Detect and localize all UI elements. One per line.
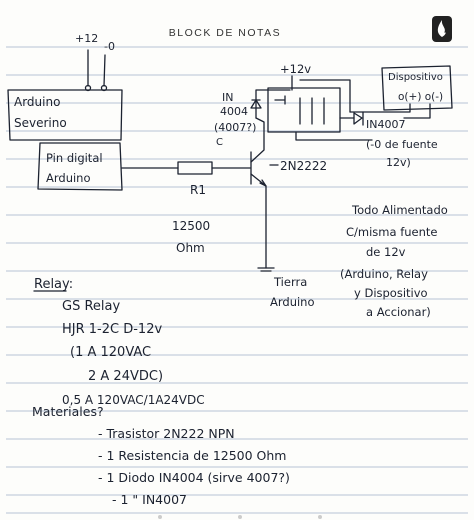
ground-label-line1: Tierra xyxy=(273,275,307,289)
relay-heading: Relay: xyxy=(34,277,73,292)
source-note-line1: (-0 de fuente xyxy=(366,138,438,151)
power-note-line4: (Arduino, Relay xyxy=(340,267,428,281)
diode1-label-line1: IN xyxy=(222,91,233,104)
flame-logo-icon xyxy=(432,16,452,42)
pin-box-line2: Arduino xyxy=(46,171,91,185)
power-note-line2: C/misma fuente xyxy=(346,225,437,239)
materials-line-4: - 1 " IN4007 xyxy=(112,492,187,507)
diode2-symbol xyxy=(353,111,364,126)
plus12-label: +12 xyxy=(75,32,98,45)
supply-to-device-plus-wire xyxy=(349,103,411,113)
supply-to-device-wire xyxy=(299,79,351,113)
relay-supply-label: +12v xyxy=(280,62,311,76)
arduino-box-line2: Severino xyxy=(14,116,67,130)
power-note-line1: Todo Alimentado xyxy=(351,203,448,217)
arduino-box xyxy=(7,89,123,141)
device-box-label: Dispositivo xyxy=(388,72,443,83)
arduino-box-line1: Arduino xyxy=(14,95,60,109)
resistor-symbol xyxy=(177,161,213,175)
diode2-label: IN4007 xyxy=(366,118,405,131)
page-title: BLOCK DE NOTAS xyxy=(169,27,281,39)
pin-digital-box xyxy=(37,142,123,191)
source-note-line2: 12v) xyxy=(386,156,411,169)
relay-line-2: HJR 1-2C D-12v xyxy=(62,322,162,337)
power-note-line6: a Accionar) xyxy=(366,305,431,319)
minus0-wire xyxy=(103,54,106,87)
relay-pins xyxy=(274,95,325,125)
relay-box xyxy=(267,87,341,133)
resistor-value-line2: Ohm xyxy=(176,241,205,255)
relay-to-source-wire xyxy=(295,131,373,141)
diode1-label-line4: C xyxy=(216,137,223,148)
collector-wire xyxy=(255,117,265,129)
materials-heading: Materiales? xyxy=(32,404,104,419)
power-note-line5: y Dispositivo xyxy=(354,286,428,300)
diode1-label-line2: 4004 xyxy=(220,105,248,118)
pin-box-line1: Pin digital xyxy=(46,151,103,165)
relay-line-3: (1 A 120VAC xyxy=(70,345,151,360)
minus0-label: -0 xyxy=(104,40,115,53)
relay-line-4: 2 A 24VDC) xyxy=(88,369,163,384)
relay-line-1: GS Relay xyxy=(62,299,120,314)
materials-line-1: - Trasistor 2N222 NPN xyxy=(98,426,235,441)
power-note-line3: de 12v xyxy=(366,245,406,259)
transistor-label: 2N2222 xyxy=(280,159,327,173)
diode2-to-device-wire xyxy=(403,103,431,119)
device-box xyxy=(381,65,453,111)
device-terminals: o(+) o(-) xyxy=(398,91,443,103)
resistor-label: R1 xyxy=(190,183,206,197)
ground-symbol xyxy=(257,267,275,272)
materials-line-2: - 1 Resistencia de 12500 Ohm xyxy=(98,448,287,463)
ground-label-line2: Arduino xyxy=(270,295,315,309)
relay-coil-wire xyxy=(255,89,291,101)
relay-line-5: 0,5 A 120VAC/1A24VDC xyxy=(62,393,205,407)
diode1-label-line3: (4007?) xyxy=(214,121,256,134)
transistor-symbol xyxy=(250,127,267,269)
materials-line-3: - 1 Diodo IN4004 (sirve 4007?) xyxy=(98,470,290,485)
ruled-lines xyxy=(6,46,468,514)
resistor-value-line1: 12500 xyxy=(172,219,210,233)
binding-holes xyxy=(158,515,322,519)
